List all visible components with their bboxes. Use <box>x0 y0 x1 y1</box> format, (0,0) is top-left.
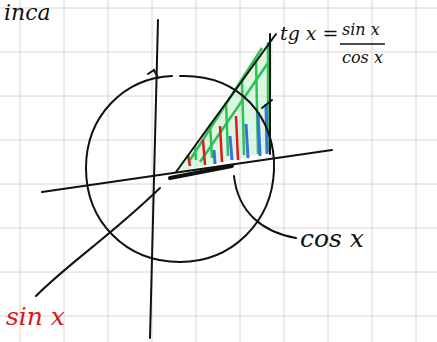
fraction-numerator: sin x <box>342 22 380 38</box>
sine-label: sin x <box>6 304 65 329</box>
cosine-label: cos x <box>300 226 364 251</box>
fraction-bar <box>340 43 385 45</box>
heading-fragment: inca <box>4 2 51 24</box>
fraction-denominator: cos x <box>342 50 383 66</box>
tangent-label: tg x = <box>280 24 339 43</box>
